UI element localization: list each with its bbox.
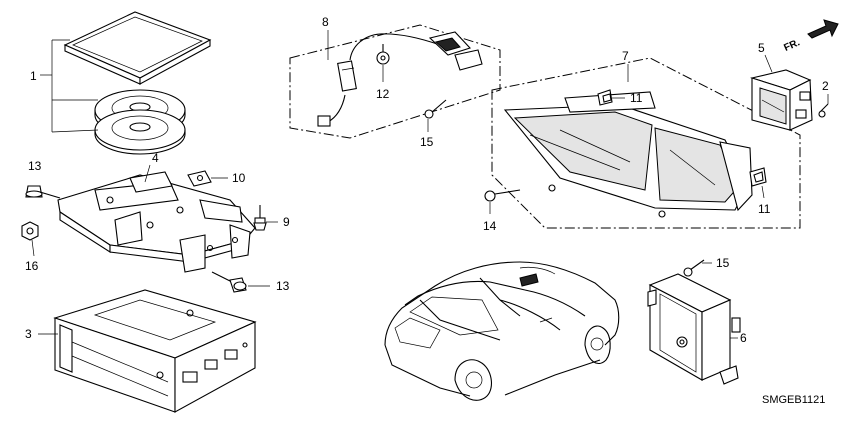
callout-13-upper: 13 xyxy=(28,159,42,173)
clip-11-lower xyxy=(749,167,767,187)
front-direction-label: FR. xyxy=(782,37,801,54)
bolt-13-upper xyxy=(25,185,61,199)
callout-1: 1 xyxy=(30,69,37,83)
nut-16 xyxy=(21,221,39,241)
front-direction-arrow xyxy=(807,19,839,39)
callout-5: 5 xyxy=(758,41,765,55)
callout-15-lower: 15 xyxy=(716,256,730,270)
callout-8: 8 xyxy=(322,15,329,29)
bolt-13-lower xyxy=(211,271,247,293)
screw-15-lower xyxy=(683,259,705,277)
clip-11-upper xyxy=(597,89,613,106)
vehicle-outline xyxy=(384,261,620,401)
callout-14: 14 xyxy=(483,219,497,233)
callout-15-upper: 15 xyxy=(420,135,434,149)
antenna-group-box xyxy=(289,24,501,139)
callout-2: 2 xyxy=(822,79,829,93)
screw-14 xyxy=(484,189,521,202)
display-group-box xyxy=(491,57,801,229)
navigation-unit xyxy=(53,289,257,413)
callout-7: 7 xyxy=(622,49,629,63)
camera-unit xyxy=(749,69,813,131)
dvd-disc-lower xyxy=(94,109,186,155)
screw-15-upper xyxy=(424,99,447,119)
callout-12: 12 xyxy=(376,87,390,101)
callout-4: 4 xyxy=(152,151,159,165)
callout-11-lower: 11 xyxy=(758,202,771,216)
diagram-code: SMGEB1121 xyxy=(762,394,825,406)
bolt-9 xyxy=(253,205,267,231)
dvd-sleeve xyxy=(63,11,212,85)
callout-3: 3 xyxy=(25,327,32,341)
clip-12 xyxy=(376,44,390,65)
clip-10 xyxy=(187,170,212,187)
callout-9: 9 xyxy=(283,215,290,229)
screw-2 xyxy=(818,103,829,118)
callout-1-bracket xyxy=(40,39,99,133)
callout-10: 10 xyxy=(232,171,246,185)
mounting-bracket xyxy=(57,171,256,273)
callout-11-upper: 11 xyxy=(630,91,643,105)
callout-6: 6 xyxy=(740,331,747,345)
gps-antenna-cable xyxy=(317,31,483,127)
callout-16: 16 xyxy=(25,259,39,273)
display-unit xyxy=(503,91,753,218)
control-module xyxy=(647,273,741,385)
callout-13-lower: 13 xyxy=(276,279,290,293)
